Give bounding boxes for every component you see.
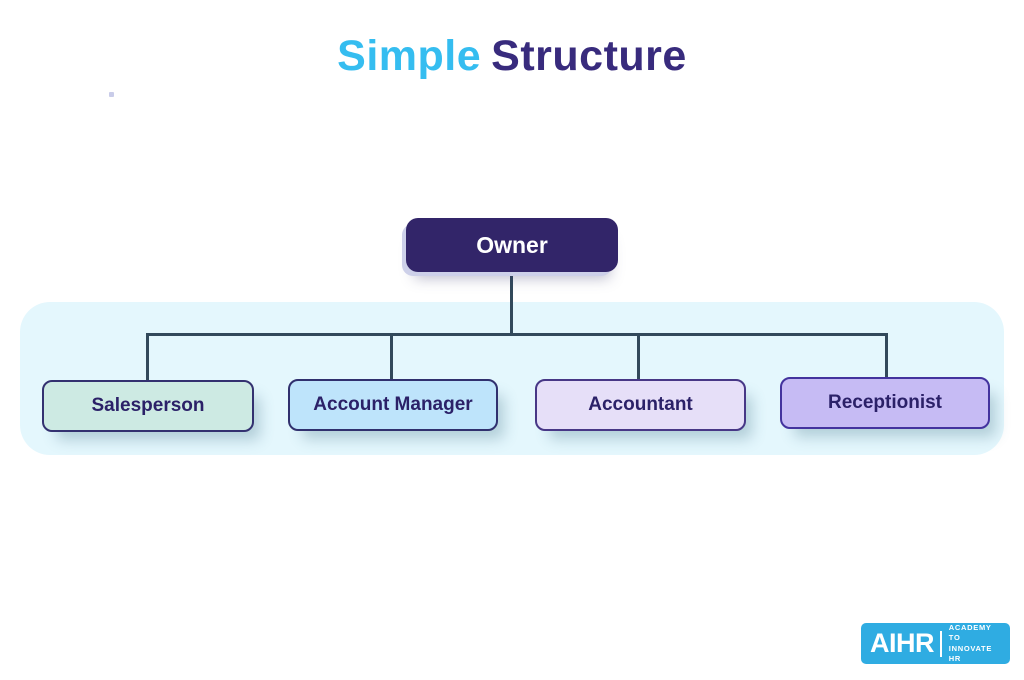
connector-root-drop xyxy=(510,272,513,335)
org-node-salesperson-label: Salesperson xyxy=(91,395,205,416)
org-node-account-manager-label: Account Manager xyxy=(313,394,473,415)
aihr-logo: AIHR ACADEMY TO INNOVATE HR xyxy=(861,623,1010,664)
connector-horizontal-bus xyxy=(146,333,888,336)
aihr-logo-tagline-line1: ACADEMY TO xyxy=(948,623,992,643)
aihr-logo-divider xyxy=(940,630,942,657)
org-node-account-manager: Account Manager xyxy=(288,379,498,431)
connector-drop-account-manager xyxy=(390,333,393,380)
connector-drop-receptionist xyxy=(885,333,888,378)
org-node-accountant: Accountant xyxy=(535,379,746,431)
org-node-owner: Owner xyxy=(406,218,618,272)
page-title-accent: Simple xyxy=(337,32,482,80)
aihr-logo-tagline: ACADEMY TO INNOVATE HR xyxy=(949,623,1001,664)
connector-drop-accountant xyxy=(637,333,640,380)
org-node-accountant-label: Accountant xyxy=(588,394,693,415)
stray-dot-artifact xyxy=(109,92,114,97)
aihr-logo-wordmark: AIHR xyxy=(870,628,935,658)
org-node-owner-label: Owner xyxy=(476,231,548,258)
org-node-receptionist-label: Receptionist xyxy=(827,392,943,413)
org-node-salesperson: Salesperson xyxy=(42,380,254,432)
connector-drop-salesperson xyxy=(146,333,149,381)
org-node-receptionist: Receptionist xyxy=(780,377,990,429)
aihr-logo-tagline-line2: INNOVATE HR xyxy=(948,643,993,663)
page-title-main: Structure xyxy=(491,32,687,80)
